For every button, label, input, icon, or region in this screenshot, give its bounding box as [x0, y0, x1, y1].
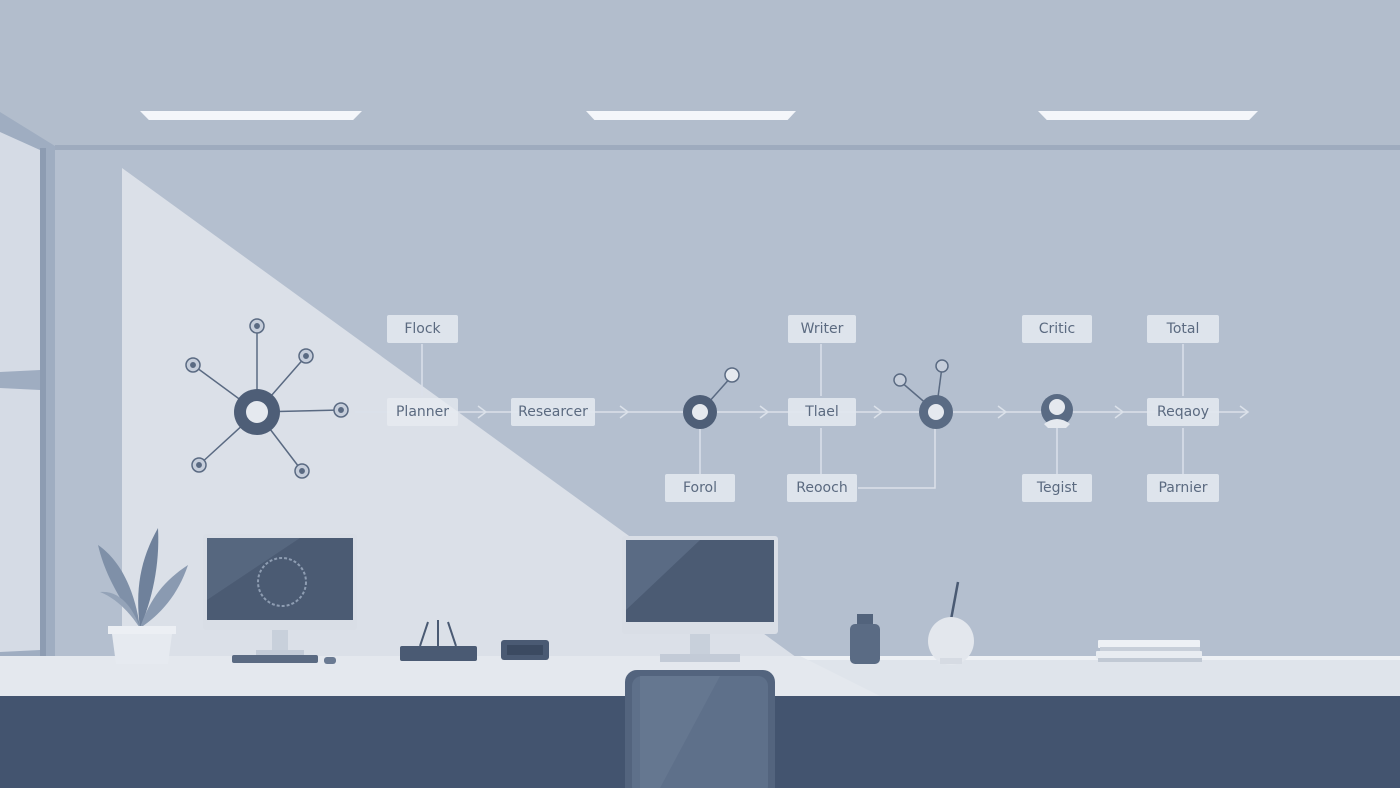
- window: [0, 112, 55, 660]
- chair-icon: [625, 670, 775, 788]
- label-tool: Tlael: [788, 398, 856, 426]
- left-monitor-icon: [203, 534, 357, 664]
- label-focal: Forol: [665, 474, 735, 502]
- ceiling: [0, 0, 1400, 146]
- mouse: [324, 657, 336, 664]
- ceiling-light: [140, 111, 362, 120]
- circle-logo-icon: [257, 557, 307, 607]
- books-icon: [1096, 640, 1202, 662]
- vase-icon: [928, 581, 974, 665]
- bottle-icon: [850, 614, 880, 664]
- ceiling-trim: [55, 145, 1400, 150]
- label-partner: Parnier: [1147, 474, 1219, 502]
- label-reach: Reooch: [787, 474, 857, 502]
- label-total: Total: [1147, 315, 1219, 343]
- ceiling-light: [586, 111, 796, 120]
- center-monitor-icon: [622, 536, 778, 662]
- ceiling-light: [1038, 111, 1258, 120]
- label-flock: Flock: [387, 315, 458, 343]
- person-node-icon: [1041, 394, 1073, 428]
- label-researcher: Researcer: [511, 398, 595, 426]
- label-ready: Reqaoy: [1147, 398, 1219, 426]
- label-planner: Planner: [387, 398, 458, 426]
- label-writer: Writer: [788, 315, 856, 343]
- network-hub-icon: [185, 318, 349, 479]
- plant-icon: [98, 528, 188, 664]
- label-target: Tegist: [1022, 474, 1092, 502]
- ring-node-icon: [893, 359, 953, 429]
- label-critic: Critic: [1022, 315, 1092, 343]
- arrow-right-icon: [477, 405, 1250, 419]
- router-icon: [400, 620, 477, 661]
- desk-clock-icon: [501, 640, 549, 660]
- ring-node-icon: [683, 367, 740, 429]
- keyboard: [232, 655, 318, 663]
